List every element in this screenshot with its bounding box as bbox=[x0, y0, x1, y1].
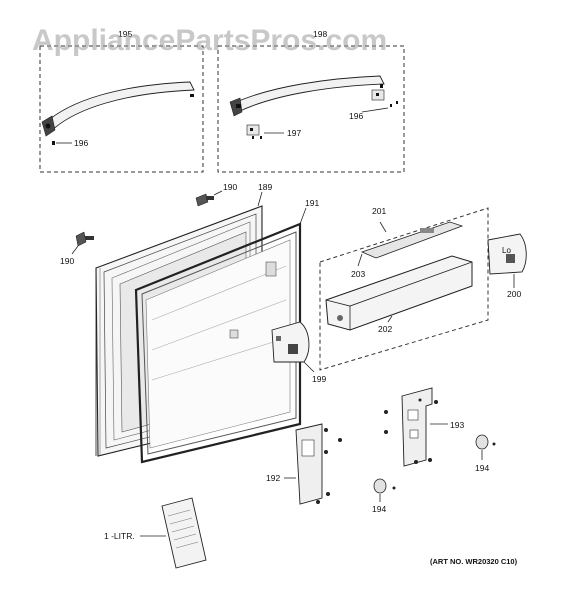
screw-190-top bbox=[195, 190, 223, 207]
cover-199-drawing bbox=[271, 321, 310, 363]
bin-assembly-box bbox=[319, 207, 489, 371]
callout-190-top: 190 bbox=[223, 182, 237, 192]
callout-201: 201 bbox=[372, 206, 386, 216]
callout-194-right: 194 bbox=[475, 463, 489, 473]
screw-190-left bbox=[71, 231, 94, 255]
callout-191: 191 bbox=[305, 198, 319, 208]
cap-194-right bbox=[475, 434, 496, 450]
callout-189: 189 bbox=[258, 182, 272, 192]
insert-203-drawing bbox=[360, 221, 464, 259]
handle-right-drawing bbox=[229, 75, 398, 139]
callout-200: 200 bbox=[507, 289, 521, 299]
callout-190-left: 190 bbox=[60, 256, 74, 266]
callout-196-right: 196 bbox=[349, 111, 363, 121]
handle-assembly-box-left bbox=[39, 45, 204, 173]
callout-196-left: 196 bbox=[74, 138, 88, 148]
bin-202-drawing bbox=[325, 255, 473, 331]
cap-194-bottom bbox=[373, 478, 396, 494]
callout-194-bottom: 194 bbox=[372, 504, 386, 514]
cover-logo-text: Lo bbox=[502, 246, 511, 255]
callout-193: 193 bbox=[450, 420, 464, 430]
callout-198-partial: 198 bbox=[313, 29, 327, 39]
callout-literature: 1 -LITR. bbox=[104, 531, 135, 541]
callout-203: 203 bbox=[351, 269, 365, 279]
watermark-logo: AppliancePartsPros.com bbox=[32, 24, 387, 57]
callout-192: 192 bbox=[266, 473, 280, 483]
callout-195: 195 bbox=[118, 29, 132, 39]
handle-assembly-box-right bbox=[217, 45, 405, 173]
cover-200-drawing: Lo bbox=[487, 233, 527, 275]
handle-195-drawing bbox=[41, 81, 195, 145]
callout-202: 202 bbox=[378, 324, 392, 334]
gasket-191-drawing bbox=[134, 222, 302, 464]
callout-197: 197 bbox=[287, 128, 301, 138]
literature-booklet-drawing bbox=[161, 497, 207, 569]
callout-199: 199 bbox=[312, 374, 326, 384]
art-number: (ART NO. WR20320 C10) bbox=[430, 557, 518, 566]
hinge-193-drawing bbox=[384, 387, 438, 467]
hinge-192-drawing bbox=[295, 423, 342, 505]
